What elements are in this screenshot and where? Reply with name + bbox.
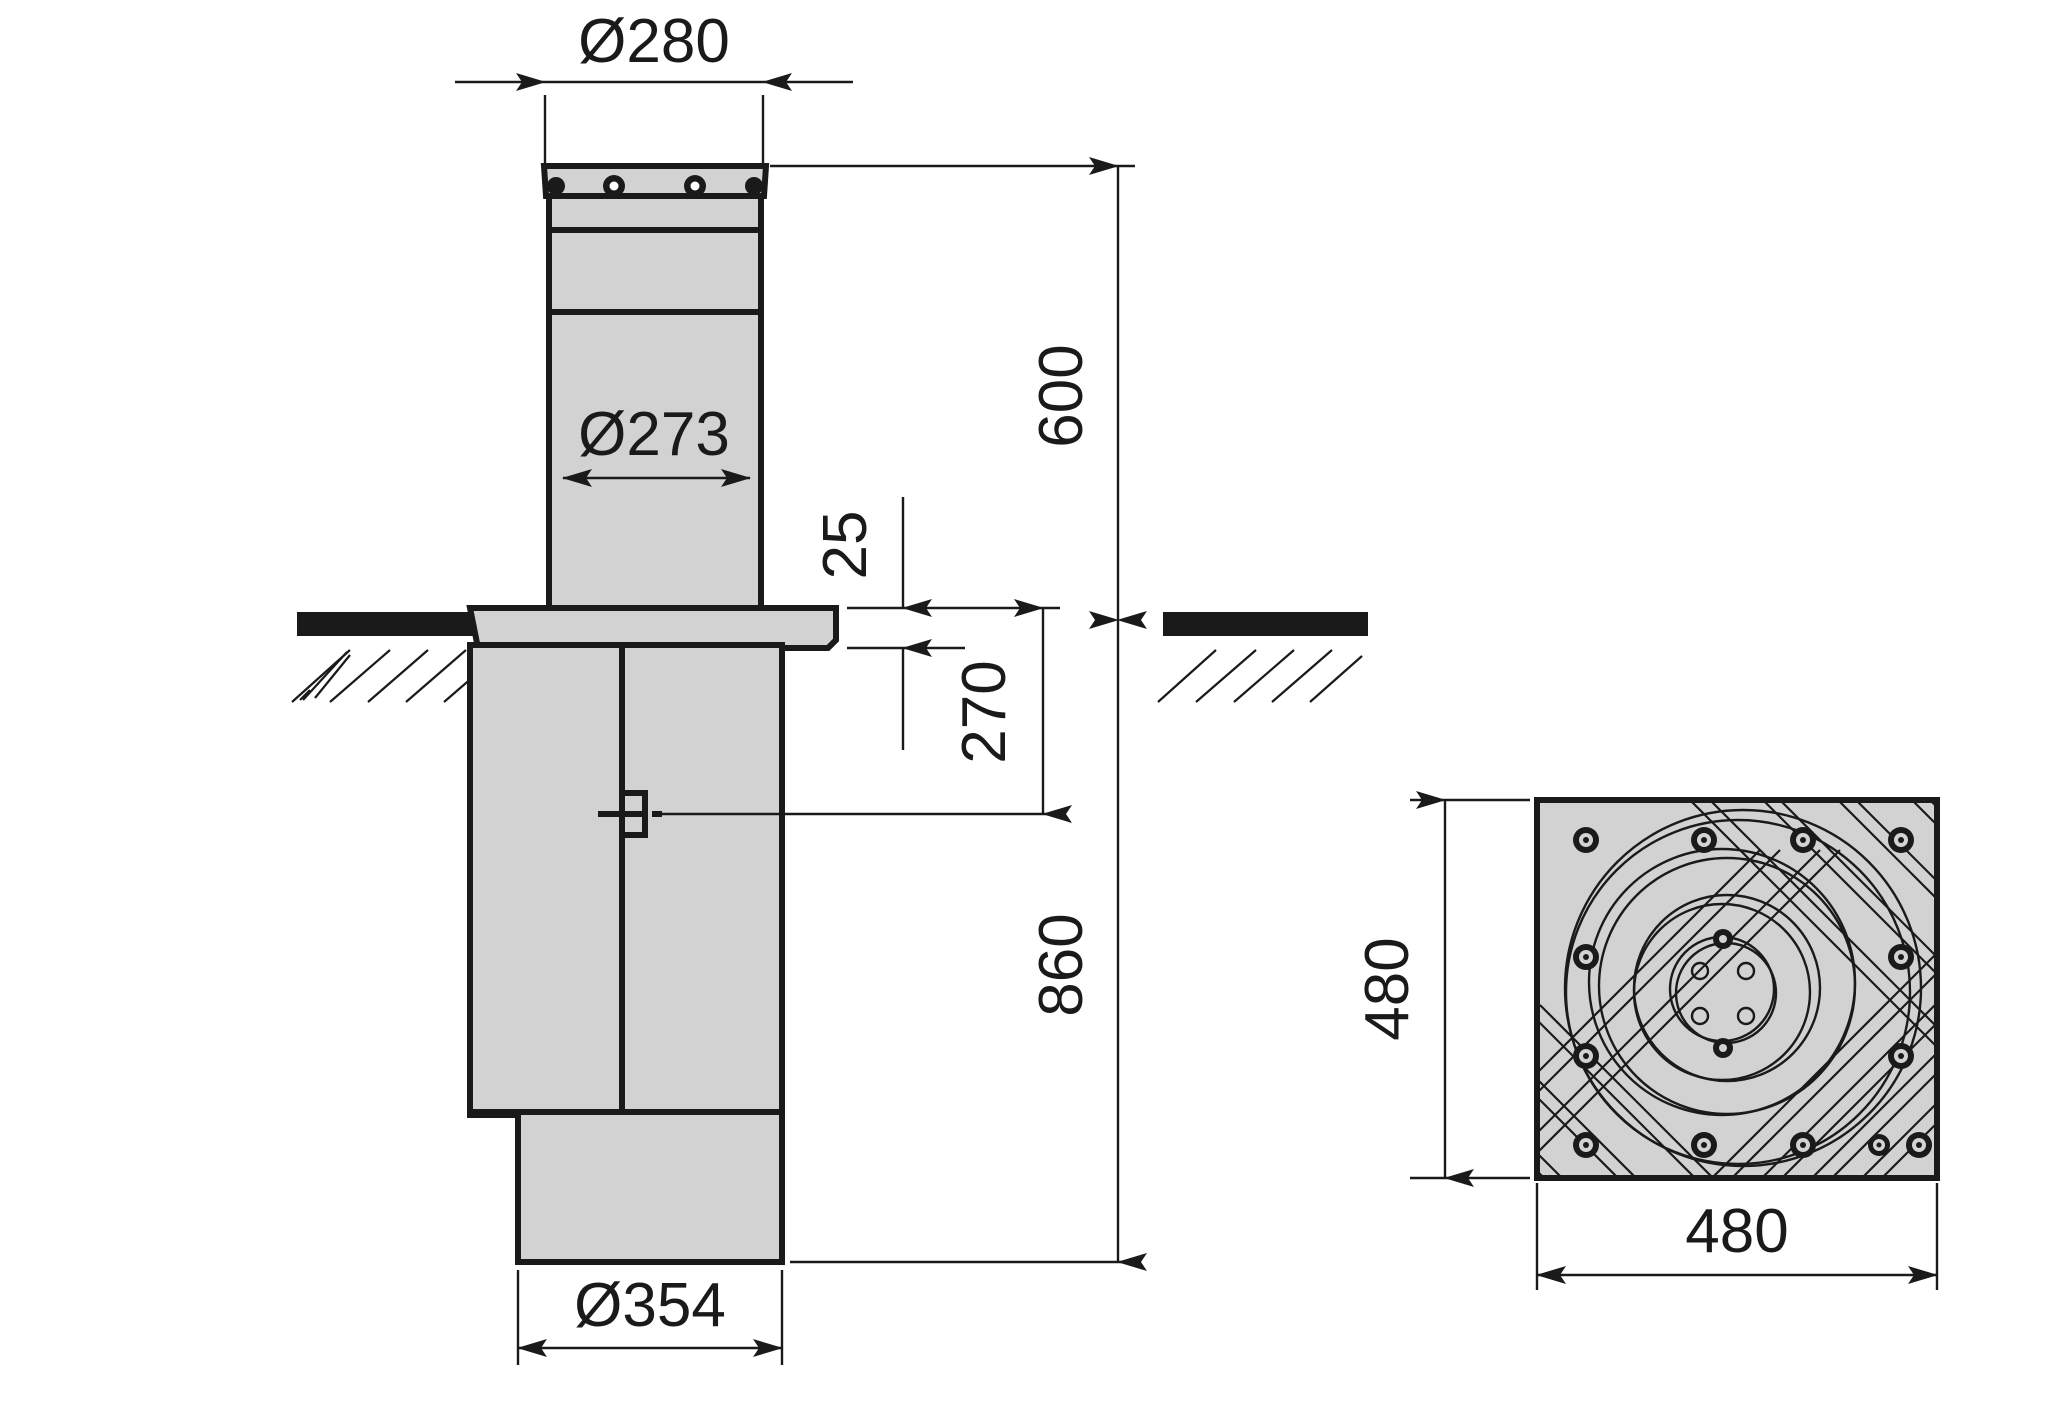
plate-perimeter-bolts: [1573, 827, 1932, 1158]
bolt-bottom-4: [1868, 1134, 1890, 1156]
bolt-bottom-5: [1906, 1132, 1932, 1158]
elevation-view: Ø280 Ø273: [291, 7, 1368, 1365]
dim-label-h25: 25: [811, 511, 880, 580]
casing-outer: [467, 642, 785, 1118]
casing-lower-body: [515, 1109, 785, 1265]
bolt-top-4: [1888, 827, 1914, 853]
cap-bolt-2-hole: [609, 181, 619, 191]
dimension-plate-width: 480: [1535, 1183, 1939, 1290]
bolt-left-2: [1573, 1043, 1599, 1069]
ground-symbol-right: [1157, 612, 1368, 703]
flange-plate: [466, 605, 839, 651]
dimension-h860: 860: [790, 611, 1147, 1271]
dim-label-d354: Ø354: [574, 1271, 726, 1340]
cap-bolt-3-hole: [690, 181, 700, 191]
dimension-h270: 270: [662, 599, 1072, 823]
dimension-d280: Ø280: [455, 7, 853, 170]
dimension-d354: Ø354: [516, 1270, 784, 1365]
dim-label-h600: 600: [1027, 344, 1096, 447]
cap-bolt-right: [745, 177, 763, 195]
bolt-bottom-3: [1790, 1132, 1816, 1158]
bollard-underground-casing: [467, 642, 785, 1265]
bolt-right-2: [1888, 1043, 1914, 1069]
dim-label-plate-width: 480: [1685, 1197, 1788, 1266]
dim-label-d280: Ø280: [578, 7, 730, 76]
top-cap: [540, 163, 770, 199]
dim-label-h860: 860: [1027, 913, 1096, 1016]
bolt-top-1: [1573, 827, 1599, 853]
latch-bracket: [598, 790, 662, 838]
bollard-upper-shaft: [540, 163, 770, 629]
ground-line-right: [1163, 612, 1368, 636]
bolt-right-1: [1888, 944, 1914, 970]
hub-bolt-top-hole: [1719, 935, 1727, 943]
bolt-bottom-2: [1691, 1132, 1717, 1158]
dim-label-d273: Ø273: [578, 400, 730, 469]
bolt-top-3: [1790, 827, 1816, 853]
hub-hole-tr: [1736, 961, 1756, 981]
shaft-body: [546, 165, 764, 629]
dim-label-h270: 270: [950, 660, 1019, 763]
circle-outer-2: [1564, 818, 1912, 1166]
bolt-left-1: [1573, 944, 1599, 970]
dimension-h600: 600: [770, 157, 1147, 629]
plate-tread-hatching: [1537, 800, 1937, 1178]
hub-hole-br: [1736, 1006, 1756, 1026]
ground-hatch-left: [291, 649, 496, 703]
bolt-bottom-1: [1573, 1132, 1599, 1158]
plate-concentric-circles: [1563, 808, 1923, 1168]
plan-view: 480 480: [1353, 791, 1940, 1290]
hub-bolt-holes: [1690, 961, 1756, 1026]
ground-hatch-right: [1157, 649, 1363, 703]
circle-inner-2: [1632, 902, 1812, 1082]
dimension-h25: 25: [811, 497, 1060, 750]
dim-label-plate-height: 480: [1353, 937, 1422, 1040]
cap-bolt-left: [547, 177, 565, 195]
dimension-d273: Ø273: [562, 400, 751, 487]
base-plate-outline: [1534, 797, 1940, 1181]
ground-line-left: [297, 612, 502, 636]
circle-mid-2: [1597, 856, 1857, 1116]
hub-axis-bolts: [1713, 929, 1733, 1058]
hub-bolt-bottom-hole: [1719, 1044, 1727, 1052]
hub-hole-tl: [1690, 961, 1710, 981]
dimension-plate-height: 480: [1353, 791, 1530, 1187]
base-plate: [1534, 797, 1940, 1181]
hub-hole-bl: [1690, 1006, 1710, 1026]
bolt-top-2: [1691, 827, 1717, 853]
